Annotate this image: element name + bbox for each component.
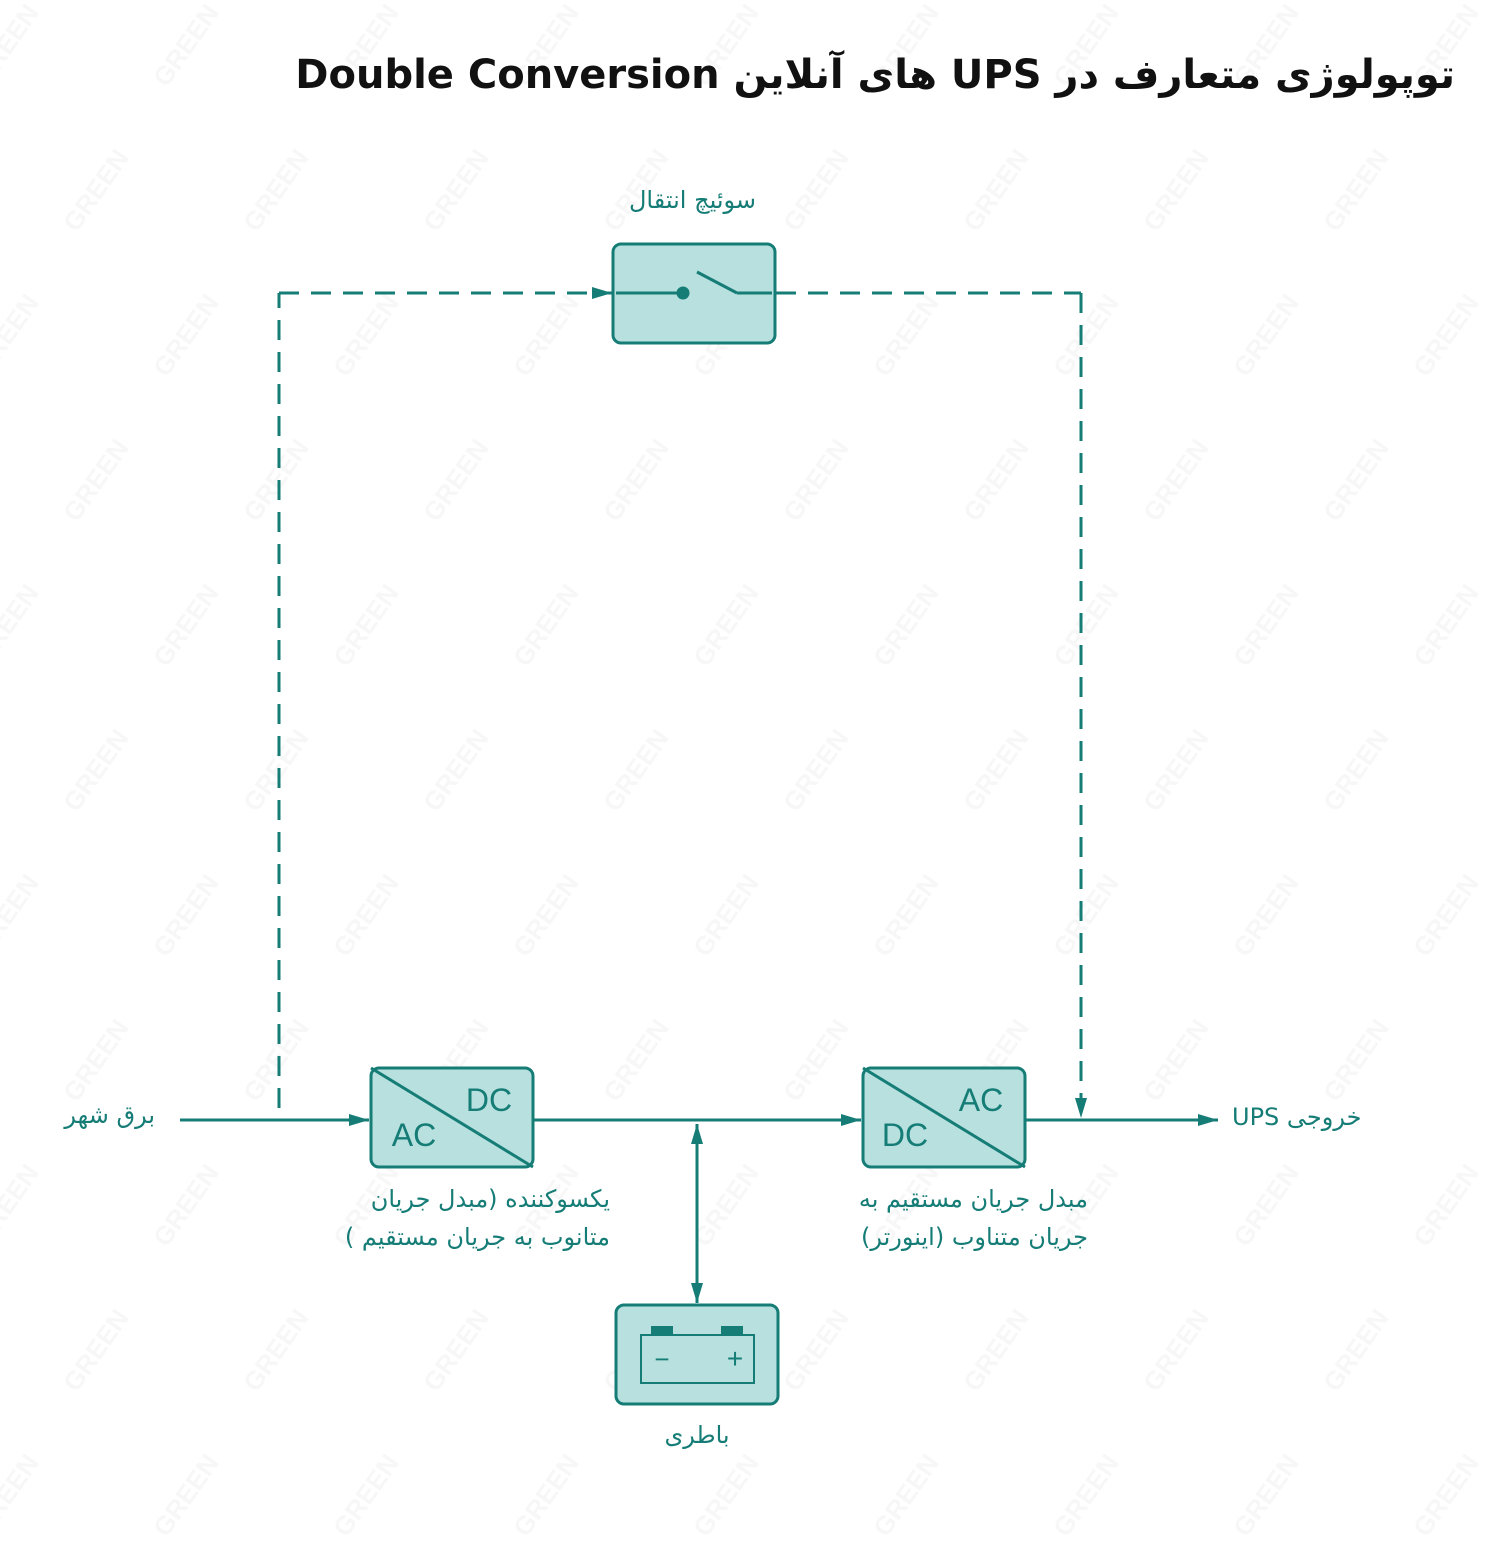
rectifier-caption: یکسوکننده (مبدل جریان متانوب به جریان مس… <box>280 1180 610 1256</box>
switch-icon <box>616 270 772 300</box>
mains-input-label: برق شهر <box>64 1101 155 1129</box>
rectifier-caption-line2: متانوب به جریان مستقیم ) <box>344 1223 610 1251</box>
battery-plus-sign: + <box>727 1343 743 1374</box>
transfer-switch-box <box>611 242 777 345</box>
battery-label: باطری <box>664 1421 730 1449</box>
ups-topology-diagram: DC AC AC DC − + <box>180 242 1218 1406</box>
inverter-ac-label: AC <box>959 1082 1003 1118</box>
rectifier-box: DC AC <box>369 1066 535 1169</box>
transfer-switch-label: سوئیچ انتقال <box>628 186 757 214</box>
ups-output-label: خروجی UPS <box>1232 1103 1362 1131</box>
rectifier-ac-label: AC <box>392 1117 436 1153</box>
inverter-caption: مبدل جریان مستقیم به جریان متناوب (اینور… <box>780 1180 1088 1256</box>
rectifier-dc-label: DC <box>466 1082 512 1118</box>
rectifier-caption-line1: یکسوکننده (مبدل جریان <box>370 1185 610 1213</box>
inverter-dc-label: DC <box>882 1117 928 1153</box>
inverter-box: AC DC <box>861 1066 1027 1169</box>
battery-minus-sign: − <box>654 1344 669 1374</box>
diagram-title: توپولوژی متعارف در UPS های آنلاین Double… <box>295 52 1455 98</box>
battery-icon <box>640 1326 755 1384</box>
inverter-caption-line2: جریان متناوب (اینورتر) <box>860 1223 1088 1251</box>
battery-box: − + <box>614 1303 780 1406</box>
inverter-caption-line1: مبدل جریان مستقیم به <box>858 1185 1088 1213</box>
